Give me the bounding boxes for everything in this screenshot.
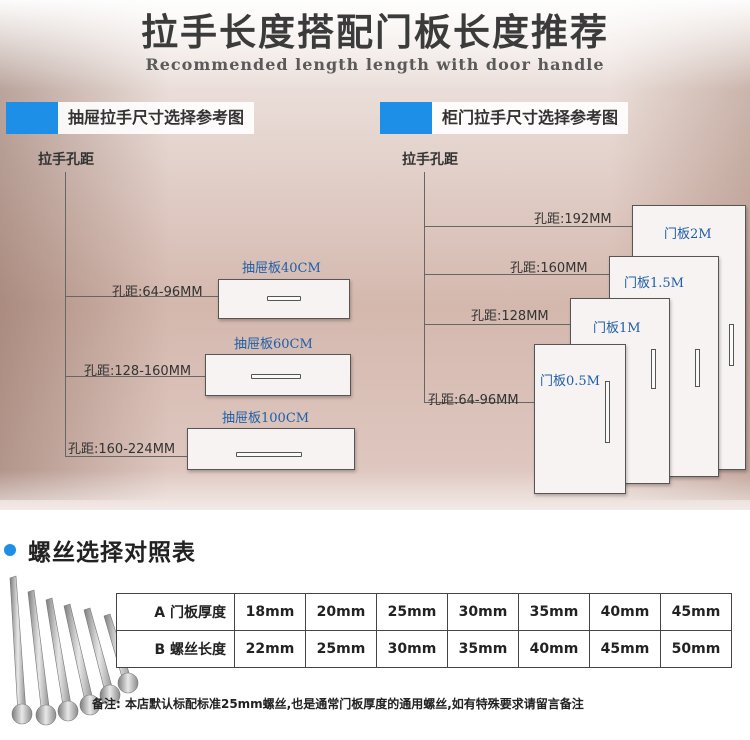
door-axis-line — [424, 172, 425, 402]
door-section-heading: 柜门拉手尺寸选择参考图 — [380, 102, 629, 134]
bullet-dot-icon — [4, 544, 16, 556]
heading-accent-block — [6, 102, 58, 134]
drawer-section-heading-label: 抽屉拉手尺寸选择参考图 — [58, 102, 255, 134]
door-spacing-label-3: 孔距:128MM — [471, 309, 549, 324]
drawer-name-label-1: 抽屉板40CM — [242, 261, 321, 276]
table-cell: 25mm — [376, 593, 448, 631]
page-subtitle: Recommended length length with door hand… — [145, 55, 605, 74]
table-cell: 40mm — [589, 593, 661, 631]
door-connector-1 — [424, 226, 632, 227]
door-connector-3 — [424, 324, 570, 325]
door-name-label-1: 门板2M — [664, 227, 712, 242]
screw-1 — [9, 575, 33, 725]
table-cell: 20mm — [305, 593, 377, 631]
table-cell: 30mm — [447, 593, 519, 631]
screw-section-title-label: 螺丝选择对照表 — [28, 540, 196, 566]
door-handle-2m — [729, 324, 734, 366]
drawer-axis-label: 拉手孔距 — [38, 152, 94, 168]
table-cell: 45mm — [589, 630, 661, 668]
drawer-axis-line — [65, 172, 66, 457]
drawer-spacing-label-1: 孔距:64-96MM — [112, 285, 203, 300]
heading-accent-block — [380, 102, 432, 134]
door-axis-label: 拉手孔距 — [402, 152, 458, 168]
door-panel-0-5m — [534, 344, 626, 494]
screws-image — [9, 575, 139, 726]
drawer-spacing-label-3: 孔距:160-224MM — [68, 442, 176, 457]
drawer-panel-100cm — [187, 428, 355, 470]
row-header-screw-length: B 螺丝长度 — [116, 630, 235, 668]
table-cell: 22mm — [234, 630, 306, 668]
screw-3 — [45, 597, 79, 722]
table-cell: 50mm — [660, 630, 732, 668]
table-cell: 18mm — [234, 593, 306, 631]
table-cell: 40mm — [518, 630, 590, 668]
table-cell: 35mm — [447, 630, 519, 668]
door-name-label-2: 门板1.5M — [624, 276, 684, 291]
drawer-connector-3 — [65, 456, 187, 457]
drawer-handle-long — [236, 452, 302, 457]
screw-5 — [83, 607, 121, 706]
drawer-name-label-3: 抽屉板100CM — [222, 411, 310, 426]
door-connector-2 — [424, 274, 609, 275]
drawer-spacing-label-2: 孔距:128-160MM — [84, 364, 192, 379]
table-cell: 45mm — [660, 593, 732, 631]
door-spacing-label-2: 孔距:160MM — [510, 261, 588, 276]
screw-section-title: 螺丝选择对照表 — [4, 533, 196, 567]
drawer-name-label-2: 抽屉板60CM — [234, 337, 313, 352]
table-cell: 30mm — [376, 630, 448, 668]
row-header-door-thickness: A 门板厚度 — [116, 593, 235, 631]
drawer-panel-40cm — [218, 279, 350, 319]
page-title: 拉手长度搭配门板长度推荐 — [141, 10, 609, 54]
drawer-connector-1 — [65, 296, 218, 297]
drawer-panel-60cm — [205, 354, 351, 396]
drawer-section-heading: 抽屉拉手尺寸选择参考图 — [6, 102, 255, 134]
door-spacing-label-1: 孔距:192MM — [534, 212, 612, 227]
screw-2 — [27, 589, 57, 726]
table-row: A 门板厚度 18mm 20mm 25mm 30mm 35mm 40mm 45m… — [116, 593, 732, 631]
screw-note: 备注: 本店默认标配标准25mm螺丝,也是通常门板厚度的通用螺丝,如有特殊要求请… — [92, 697, 584, 711]
drawer-connector-2 — [65, 376, 205, 377]
door-name-label-3: 门板1M — [593, 321, 641, 336]
drawer-handle-short — [267, 296, 301, 301]
door-handle-1-5m — [695, 349, 700, 387]
door-section-heading-label: 柜门拉手尺寸选择参考图 — [432, 102, 629, 134]
door-name-label-4: 门板0.5M — [540, 374, 600, 389]
door-handle-0-5m — [605, 381, 610, 443]
table-cell: 35mm — [518, 593, 590, 631]
table-cell: 25mm — [305, 630, 377, 668]
door-spacing-label-4: 孔距:64-96MM — [428, 393, 519, 408]
table-row: B 螺丝长度 22mm 25mm 30mm 35mm 40mm 45mm 50m… — [116, 630, 732, 668]
screw-4 — [63, 603, 101, 716]
door-connector-4 — [424, 402, 534, 403]
background-header-fade — [0, 0, 750, 90]
reference-diagram-area: 拉手长度搭配门板长度推荐 Recommended length length w… — [0, 0, 750, 510]
screw-comparison-table: A 门板厚度 18mm 20mm 25mm 30mm 35mm 40mm 45m… — [116, 593, 732, 668]
door-handle-1m — [651, 349, 656, 389]
drawer-handle-medium — [251, 374, 301, 379]
